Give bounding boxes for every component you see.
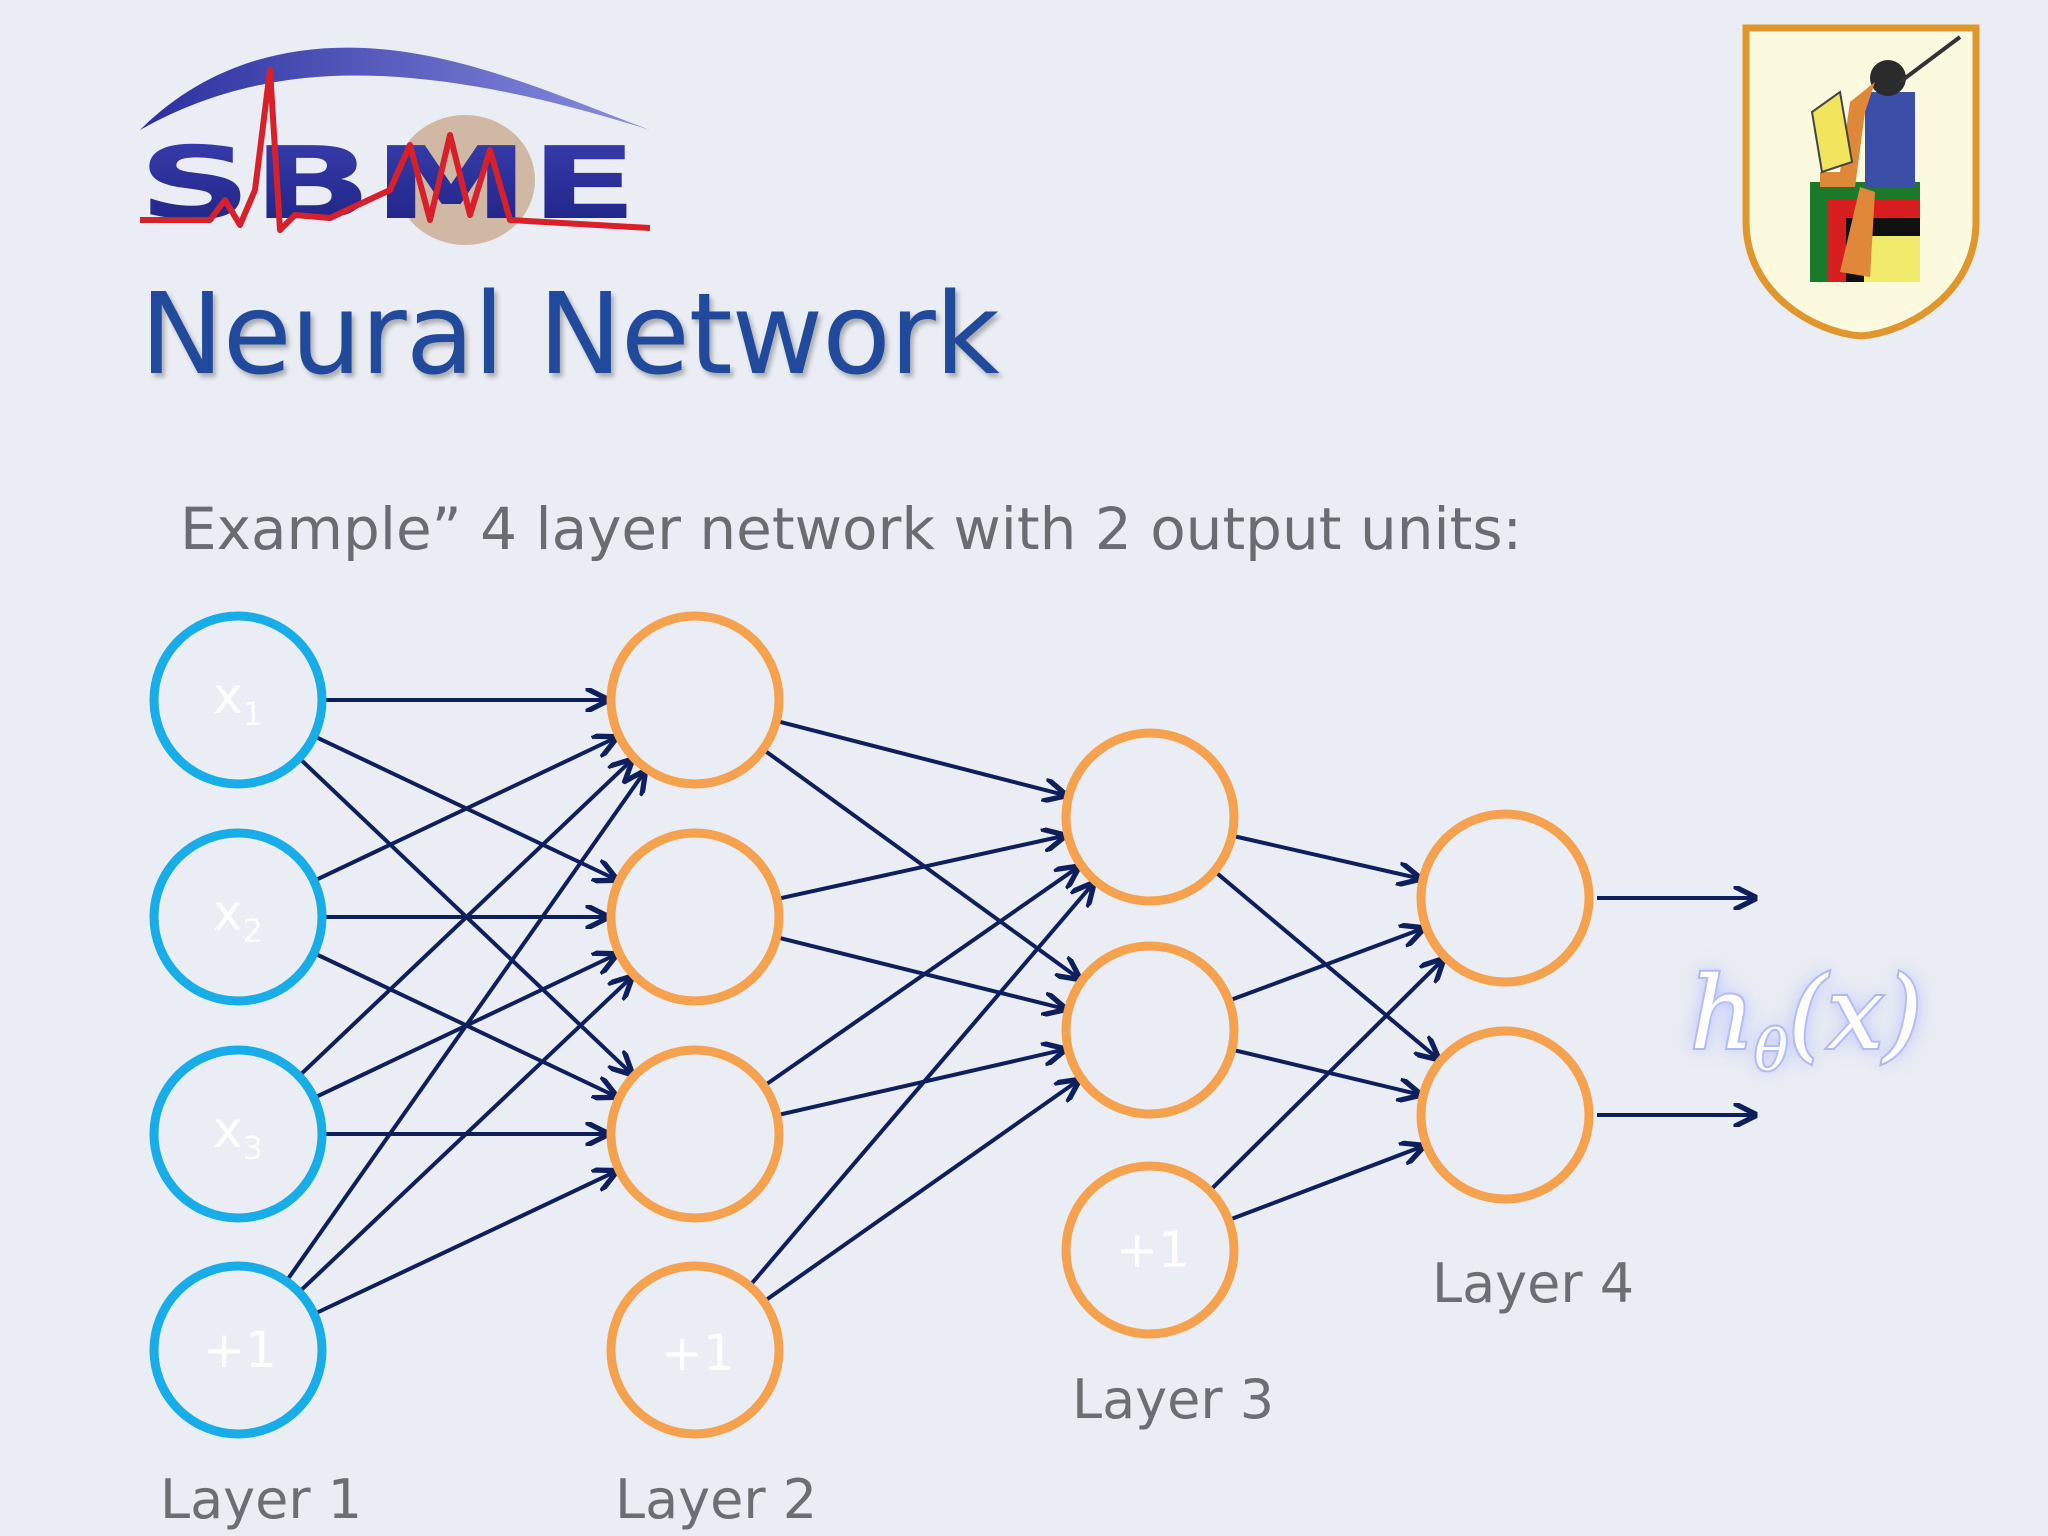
node-l3-3 xyxy=(1061,1161,1239,1339)
edge-l2-3-to-l3-1 xyxy=(764,867,1078,1087)
node-l2-4 xyxy=(606,1261,784,1439)
output-hypothesis: hθ(x) xyxy=(1688,953,1925,1086)
node-label-l1-3: x3 xyxy=(213,1101,263,1167)
edge-l1-2-to-l2-1 xyxy=(314,738,616,882)
node-label-l1-2: x2 xyxy=(213,884,263,950)
edge-l2-4-to-l3-1 xyxy=(749,884,1093,1286)
edge-l1-3-to-l2-1 xyxy=(298,761,631,1077)
layer-label-4: Layer 4 xyxy=(1432,1252,1635,1315)
node-l2-3 xyxy=(606,1045,784,1223)
edge-l2-1-to-l3-1 xyxy=(777,719,1064,795)
node-label-l1-1: x1 xyxy=(213,667,263,733)
edge-l1-4-to-l2-2 xyxy=(299,978,631,1293)
node-l4-2 xyxy=(1416,1026,1594,1204)
node-l4-1 xyxy=(1416,809,1594,987)
edges xyxy=(285,700,1755,1316)
node-l2-1 xyxy=(606,611,784,789)
edge-l1-4-to-l2-1 xyxy=(285,772,644,1281)
nodes xyxy=(149,611,1594,1439)
node-label-l2-bias: +1 xyxy=(661,1324,735,1382)
node-l1-4 xyxy=(149,1261,327,1439)
sbme-logo: SBME xyxy=(138,47,651,245)
layer-label-3: Layer 3 xyxy=(1072,1368,1275,1431)
slide-subtitle: Example” 4 layer network with 2 output u… xyxy=(180,495,1523,563)
node-l3-2 xyxy=(1061,941,1239,1119)
edge-l3-3-to-l4-1 xyxy=(1209,960,1442,1191)
node-l1-1 xyxy=(149,611,327,789)
edge-l2-2-to-l3-1 xyxy=(778,836,1064,901)
node-label-l3-bias: +1 xyxy=(1116,1221,1190,1279)
edge-l3-3-to-l4-2 xyxy=(1229,1146,1422,1222)
university-emblem xyxy=(1742,24,1980,340)
layer-label-1: Layer 1 xyxy=(160,1468,363,1531)
node-l1-3 xyxy=(149,1045,327,1223)
edge-l3-1-to-l4-1 xyxy=(1233,834,1419,878)
edge-l3-2-to-l4-1 xyxy=(1229,929,1423,1002)
node-label-l1-bias: +1 xyxy=(203,1321,277,1379)
edge-l2-2-to-l3-2 xyxy=(777,935,1064,1009)
node-l3-1 xyxy=(1061,728,1239,906)
layer-label-2: Layer 2 xyxy=(615,1468,818,1531)
slide-title: Neural Network xyxy=(140,270,1000,400)
edge-l2-1-to-l3-2 xyxy=(763,748,1079,978)
node-l1-2 xyxy=(149,828,327,1006)
node-l2-2 xyxy=(606,828,784,1006)
edge-l1-4-to-l2-3 xyxy=(314,1172,616,1316)
edge-l2-4-to-l3-2 xyxy=(764,1081,1078,1303)
